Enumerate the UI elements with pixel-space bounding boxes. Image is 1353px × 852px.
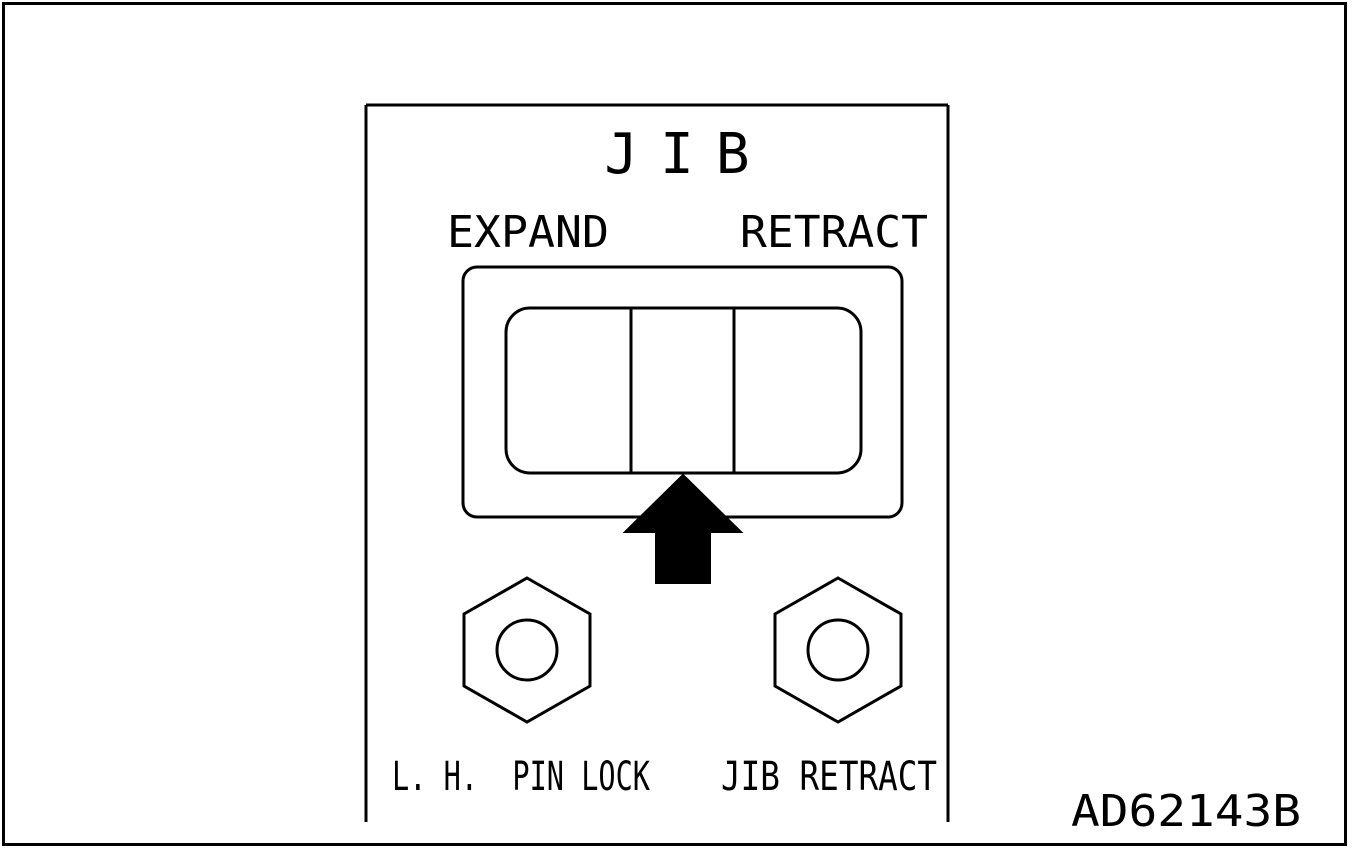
retract-label: RETRACT — [740, 207, 928, 258]
panel-outline — [364, 103, 950, 822]
up-arrow-icon — [622, 473, 744, 584]
jib-rocker-switch[interactable] — [461, 265, 904, 519]
lamp-lens-icon — [806, 618, 870, 682]
lamp-lens-icon — [495, 618, 559, 682]
expand-label: EXPAND — [447, 207, 609, 258]
pin-lock-label: L. H. PIN LOCK — [392, 754, 650, 800]
pin-lock-lamp — [462, 576, 592, 724]
figure-code: AD62143B — [1071, 786, 1301, 837]
panel-title: JIB — [604, 122, 771, 187]
jib-retract-lamp — [773, 576, 903, 724]
jib-retract-label: JIB RETRACT — [721, 754, 937, 800]
switch-rocker — [504, 306, 863, 475]
